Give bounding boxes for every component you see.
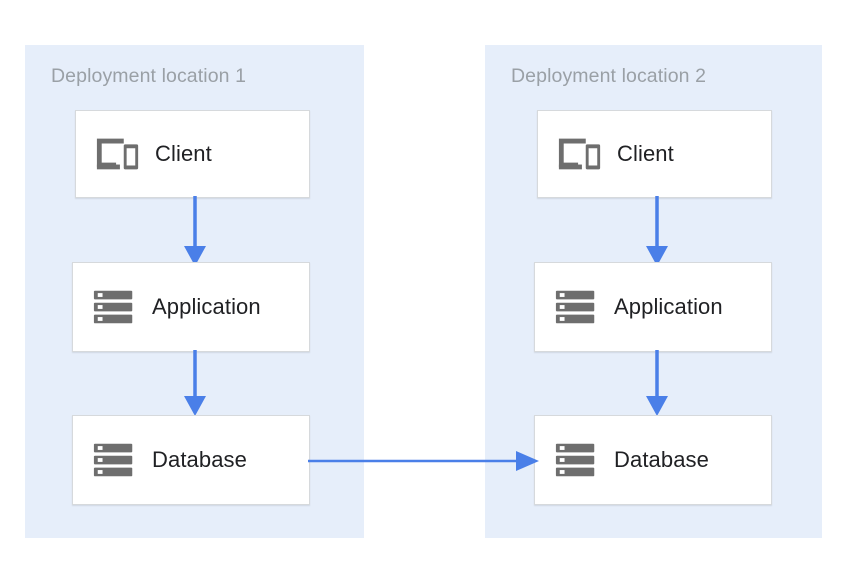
- connector-database-1-to-database-2: [308, 451, 539, 471]
- zone-2-label: Deployment location 2: [511, 65, 707, 87]
- node-client-1[interactable]: Client: [75, 110, 310, 198]
- devices-icon: [558, 138, 601, 170]
- connector-client-1-to-application-1: [184, 196, 206, 266]
- node-database-2-label: Database: [614, 447, 709, 472]
- node-database-1-label: Database: [152, 447, 247, 472]
- server-icon: [93, 290, 133, 324]
- node-client-1-label: Client: [155, 141, 212, 166]
- devices-icon: [96, 138, 139, 170]
- node-application-1[interactable]: Application: [72, 262, 310, 352]
- server-icon: [555, 443, 595, 477]
- node-application-1-label: Application: [152, 294, 261, 319]
- node-client-2-label: Client: [617, 141, 674, 166]
- server-icon: [93, 443, 133, 477]
- server-icon: [555, 290, 595, 324]
- connector-client-2-to-application-2: [646, 196, 668, 266]
- connector-application-2-to-database-2: [646, 350, 668, 416]
- connector-application-1-to-database-1: [184, 350, 206, 416]
- node-database-1[interactable]: Database: [72, 415, 310, 505]
- node-application-2-label: Application: [614, 294, 723, 319]
- node-application-2[interactable]: Application: [534, 262, 772, 352]
- node-client-2[interactable]: Client: [537, 110, 772, 198]
- node-database-2[interactable]: Database: [534, 415, 772, 505]
- zone-1-label: Deployment location 1: [51, 65, 247, 87]
